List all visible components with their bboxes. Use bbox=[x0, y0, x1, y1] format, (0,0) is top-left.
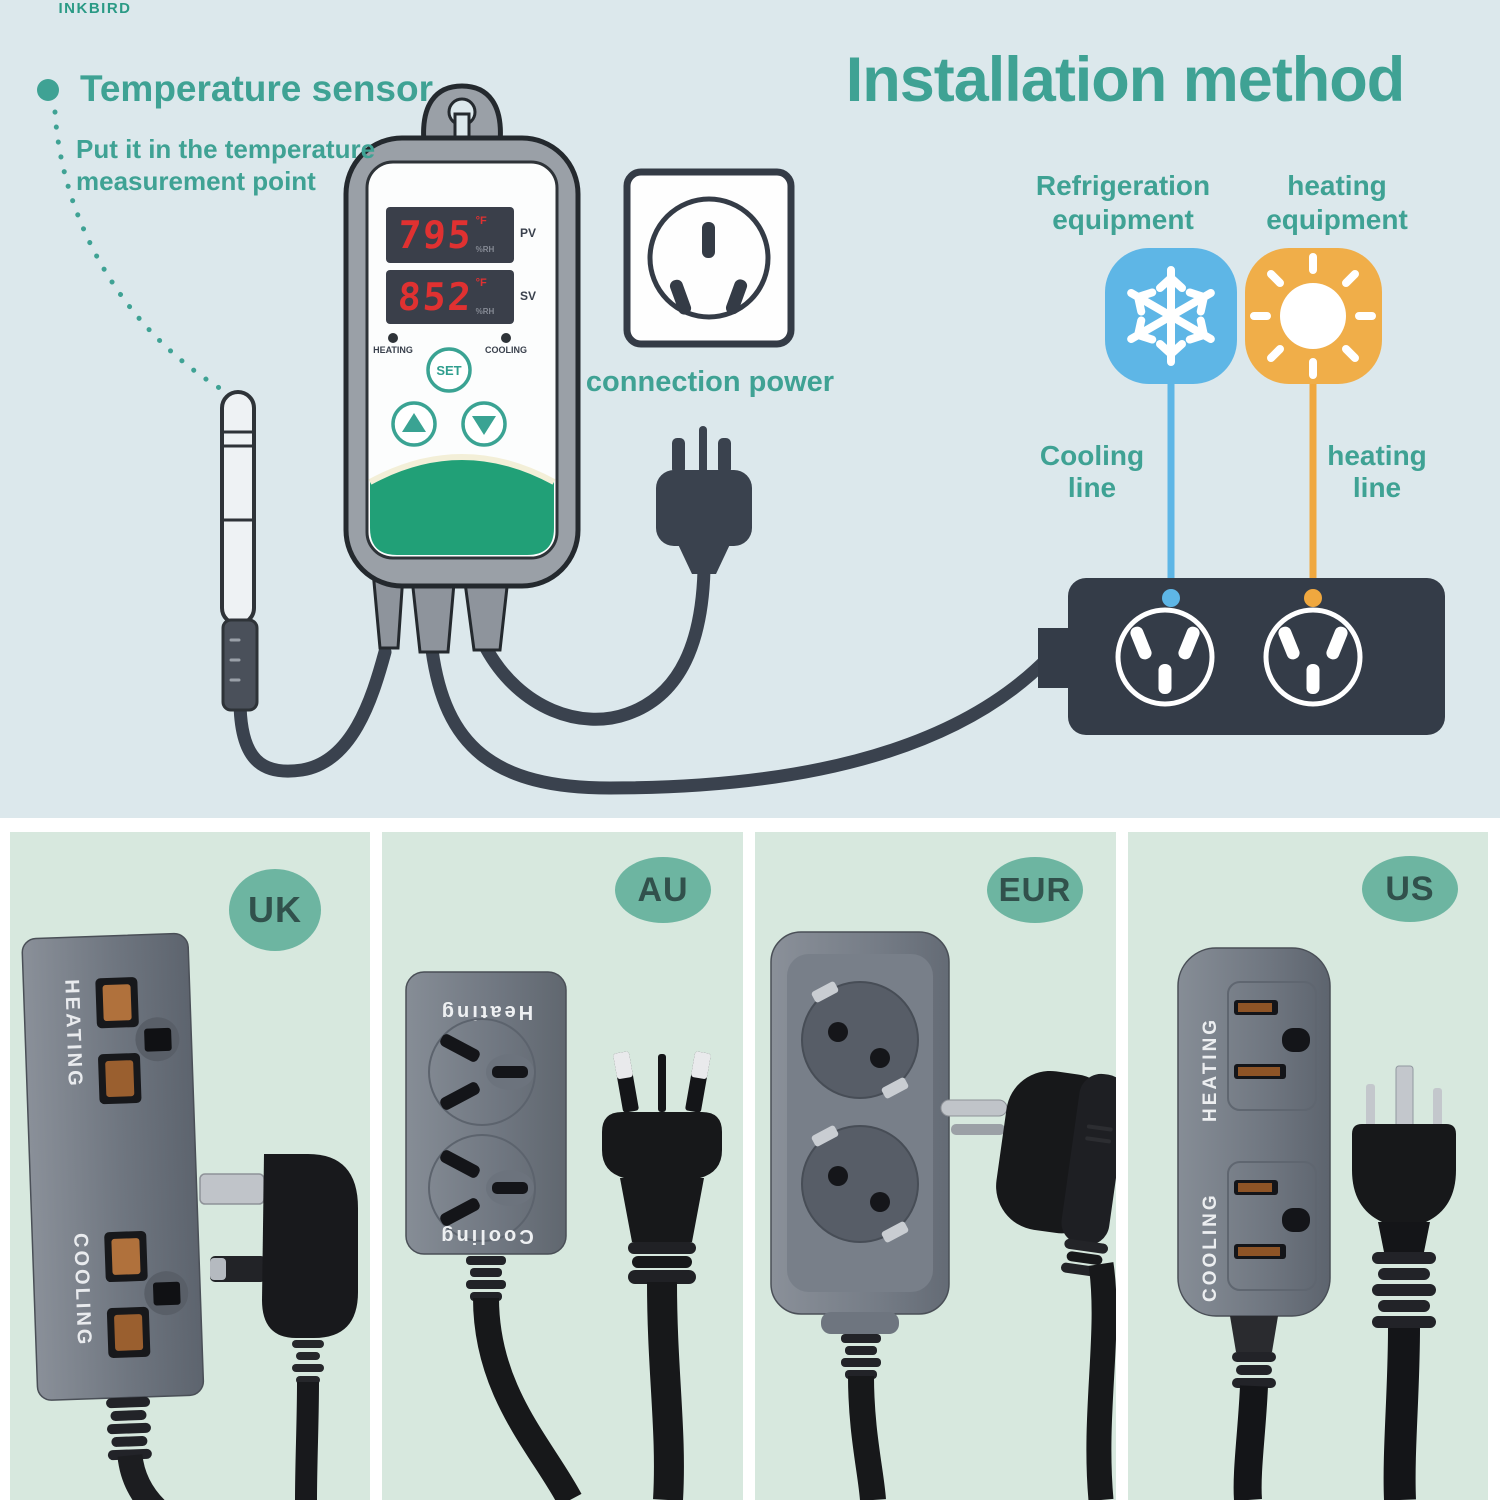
au-outlet-bottom bbox=[428, 1134, 536, 1242]
strip-heating-outlet bbox=[1263, 607, 1363, 707]
heating-line-label-line2: line bbox=[1352, 472, 1402, 503]
heating-line-endpoint bbox=[1304, 589, 1322, 607]
heating-line-label-line1: heating bbox=[1327, 440, 1427, 471]
up-button[interactable] bbox=[391, 401, 437, 447]
sensor-subtitle-line1: Put it in the temperature bbox=[76, 134, 376, 164]
sv-display-readout: 852 °F %RH bbox=[386, 270, 514, 324]
sun-icon bbox=[1250, 253, 1376, 379]
arrow-up-icon bbox=[402, 413, 426, 432]
down-button[interactable] bbox=[461, 401, 507, 447]
pv-value: 795 bbox=[396, 213, 475, 257]
us-plug bbox=[1352, 1065, 1456, 1500]
refrigeration-label-line1: Refrigeration bbox=[1035, 170, 1211, 201]
eur-recess-top bbox=[801, 981, 919, 1099]
pv-unit: °F bbox=[475, 215, 487, 227]
strip-cooling-outlet bbox=[1115, 607, 1215, 707]
strip-cable bbox=[425, 643, 1055, 795]
arrow-down-icon bbox=[472, 416, 496, 435]
pv-display bbox=[386, 207, 514, 263]
sv-value: 852 bbox=[396, 275, 475, 319]
eur-recess-bottom bbox=[801, 1125, 919, 1243]
eur-plug bbox=[940, 1070, 1116, 1500]
sv-sub-label: %RH bbox=[475, 307, 495, 316]
refrigeration-label-line2: equipment bbox=[1052, 204, 1194, 235]
uk-plug bbox=[199, 1154, 358, 1500]
au-heating-label: Heating bbox=[439, 1001, 533, 1023]
page-title: Installation method bbox=[845, 45, 1406, 115]
sensor-leader-line bbox=[52, 109, 229, 395]
sensor-callout-dot bbox=[37, 79, 59, 101]
temperature-controller bbox=[343, 83, 581, 654]
region-badge-au: AU bbox=[615, 857, 711, 923]
set-button-label[interactable]: SET bbox=[436, 362, 462, 378]
refrigeration-icon bbox=[1105, 248, 1237, 384]
cooling-indicator-label: COOLING bbox=[485, 345, 527, 355]
heating-equipment-label-line1: heating bbox=[1287, 170, 1387, 201]
diagram-artwork bbox=[37, 79, 1445, 795]
sensor-title: Temperature sensor bbox=[80, 68, 433, 109]
eur-socket bbox=[770, 931, 950, 1500]
panel-au: Heating Cooling bbox=[382, 832, 743, 1500]
uk-socket: HEATING COOLING bbox=[21, 932, 222, 1500]
cooling-indicator-led bbox=[501, 333, 511, 343]
region-badge-uk: UK bbox=[229, 869, 321, 951]
heating-indicator-label: HEATING bbox=[373, 345, 413, 355]
temperature-probe bbox=[220, 390, 259, 712]
region-badge-eur: EUR bbox=[987, 857, 1083, 923]
sensor-subtitle-line2: measurement point bbox=[76, 166, 316, 196]
au-socket: Heating Cooling bbox=[405, 971, 582, 1500]
set-button[interactable] bbox=[426, 347, 472, 393]
sv-display bbox=[386, 270, 514, 324]
plug-cable bbox=[479, 563, 711, 726]
us-outlet-top bbox=[1227, 981, 1317, 1111]
green-band-arc bbox=[368, 454, 556, 485]
probe-cable bbox=[233, 645, 392, 778]
cooling-line-endpoint bbox=[1162, 589, 1180, 607]
sv-label: SV bbox=[520, 289, 537, 303]
panel-uk: HEATING COOLING U bbox=[10, 832, 370, 1500]
au-outlet-top bbox=[428, 1018, 536, 1126]
panel-eur: EUR bbox=[755, 832, 1116, 1500]
cables bbox=[233, 563, 1055, 795]
installation-diagram: Installation method Temperature sensor P… bbox=[0, 0, 1500, 818]
panel-us: HEATING COOLING bbox=[1128, 832, 1488, 1500]
us-outlet-bottom bbox=[1227, 1161, 1317, 1291]
cooling-line-label-line2: line bbox=[1067, 472, 1117, 503]
controller-green-band bbox=[370, 457, 554, 555]
wall-outlet-icon bbox=[623, 168, 795, 348]
pv-display-readout: 795 °F %RH bbox=[386, 207, 514, 263]
uk-heating-label: HEATING bbox=[60, 979, 86, 1089]
brand-logo: INKBIRD bbox=[58, 0, 132, 17]
au-plug bbox=[602, 1051, 722, 1500]
pv-label: PV bbox=[520, 226, 537, 240]
uk-cooling-label: COOLING bbox=[69, 1233, 95, 1348]
heating-equipment-label-line2: equipment bbox=[1266, 204, 1408, 235]
region-badge-us: US bbox=[1362, 856, 1458, 922]
pv-sub-label: %RH bbox=[475, 245, 495, 254]
cooling-line-label-line1: Cooling bbox=[1039, 440, 1145, 471]
us-socket: HEATING COOLING bbox=[1177, 947, 1331, 1500]
heating-equipment-icon bbox=[1245, 248, 1382, 384]
power-plug-icon bbox=[656, 426, 752, 574]
sv-unit: °F bbox=[475, 277, 487, 289]
connection-power-label: connection power bbox=[585, 366, 835, 398]
us-cooling-label: COOLING bbox=[1200, 1192, 1221, 1302]
power-strip bbox=[1038, 578, 1445, 735]
us-heating-label: HEATING bbox=[1200, 1017, 1221, 1122]
au-cooling-label: Cooling bbox=[438, 1225, 533, 1247]
heating-indicator-led bbox=[388, 333, 398, 343]
